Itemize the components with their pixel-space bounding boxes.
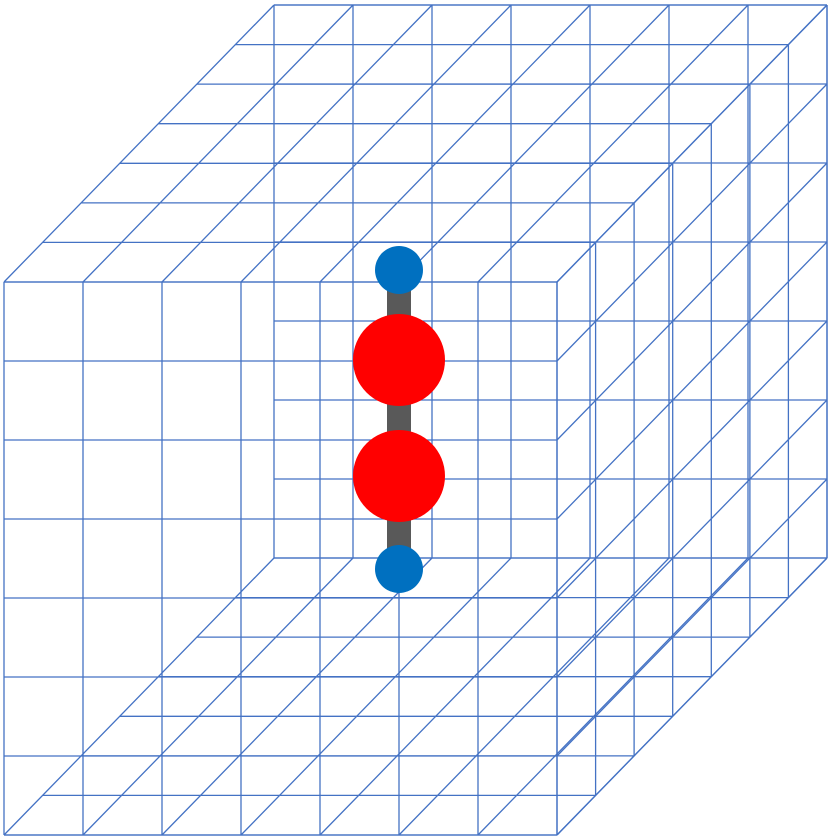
top-grid-line	[319, 4, 591, 283]
bottom-grid-line	[240, 557, 512, 836]
right-grid-line	[556, 320, 828, 599]
molecule	[353, 246, 445, 593]
right-grid-line	[556, 478, 828, 757]
bottom-grid-line	[398, 557, 670, 836]
bottom-grid-line	[82, 557, 354, 836]
right-grid-line	[556, 399, 828, 678]
top-grid-line	[161, 4, 433, 283]
right-grid-line	[556, 4, 828, 283]
right-grid-line	[556, 83, 828, 362]
bottom-grid-line	[319, 557, 591, 836]
top-grid-line	[398, 4, 670, 283]
right-grid-line	[556, 162, 828, 441]
top-grid-line	[240, 4, 512, 283]
large-red-atom	[353, 314, 445, 406]
bottom-grid-line	[161, 557, 433, 836]
bottom-grid-line	[3, 557, 275, 836]
small-blue-atom	[375, 246, 423, 294]
right-grid-line	[556, 557, 828, 836]
large-red-atom	[353, 430, 445, 522]
bottom-grid-line	[477, 557, 749, 836]
small-blue-atom	[375, 545, 423, 593]
top-grid-line	[3, 4, 275, 283]
top-grid-line	[82, 4, 354, 283]
top-grid-line	[477, 4, 749, 283]
right-grid-line	[556, 241, 828, 520]
